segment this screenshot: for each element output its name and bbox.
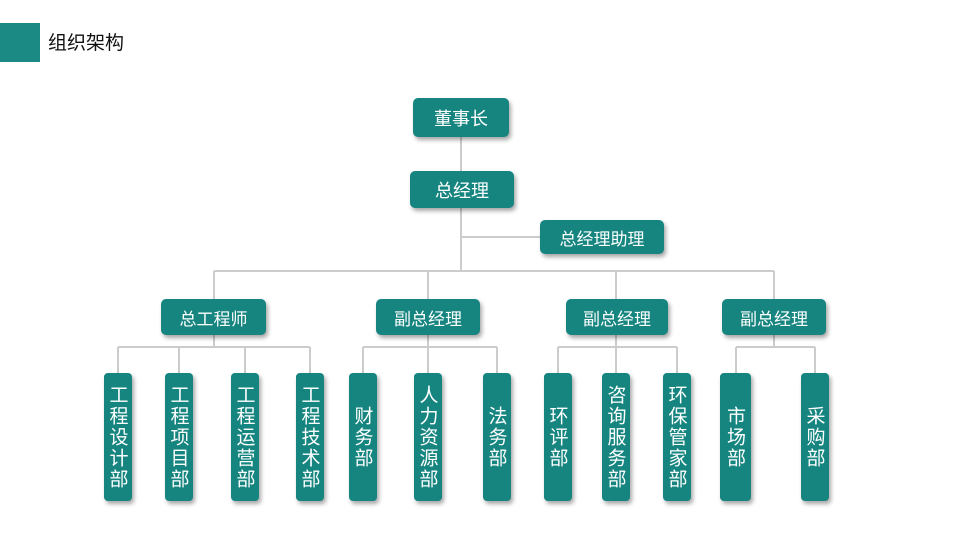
- node-deputy-gm-3: 副总经理: [722, 299, 826, 335]
- page-title: 组织架构: [48, 32, 125, 54]
- dept-engineering-technology: 工程技术部: [296, 373, 324, 501]
- dept-human-resources: 人力资源部: [414, 373, 442, 501]
- node-gm-assistant: 总经理助理: [540, 220, 664, 254]
- node-deputy-gm-2: 副总经理: [566, 299, 668, 335]
- dept-consulting-services: 咨询服务部: [602, 373, 630, 501]
- dept-environmental-assessment: 环评部: [544, 373, 572, 501]
- dept-marketing: 市场部: [720, 373, 751, 501]
- node-chairman: 董事长: [413, 98, 509, 137]
- node-chief-engineer: 总工程师: [161, 299, 266, 335]
- dept-engineering-design: 工程设计部: [104, 373, 132, 501]
- dept-procurement: 采购部: [801, 373, 829, 501]
- node-deputy-gm-1: 副总经理: [376, 299, 480, 335]
- dept-environmental-steward: 环保管家部: [663, 373, 691, 501]
- dept-legal: 法务部: [483, 373, 511, 501]
- dept-engineering-project: 工程项目部: [165, 373, 193, 501]
- dept-finance: 财务部: [349, 373, 377, 501]
- node-general-manager: 总经理: [410, 171, 514, 208]
- header-accent-bar: [0, 23, 40, 62]
- dept-engineering-operations: 工程运营部: [231, 373, 259, 501]
